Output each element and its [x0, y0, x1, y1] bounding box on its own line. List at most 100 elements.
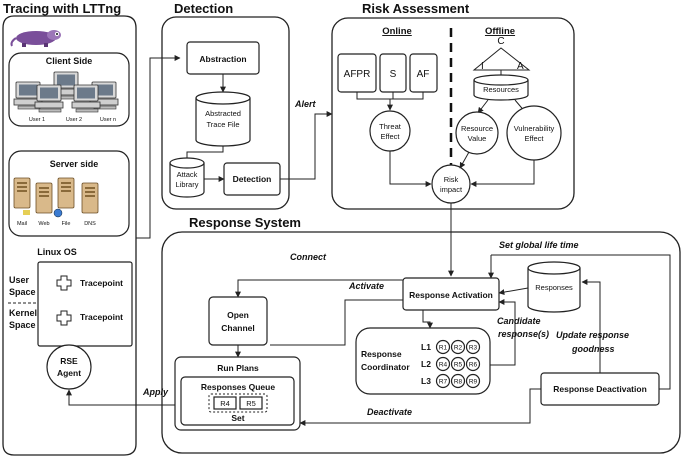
linux-os-label: Linux OS — [37, 247, 77, 257]
coordinator-label-1: Response — [361, 349, 402, 359]
c-label: C — [497, 36, 504, 47]
coordinator-label-2: Coordinator — [361, 362, 410, 372]
queue-item — [213, 396, 237, 410]
vulnerability-to-impact-arrow — [470, 160, 535, 187]
attack-library-label-2: Library — [176, 180, 199, 189]
trace-to-abstraction-arrow — [136, 55, 181, 239]
tracepoint-kernel-label: Tracepoint — [80, 312, 123, 322]
queue-item-label: R5 — [246, 399, 256, 408]
tracing-border — [2, 15, 137, 456]
server-icon — [35, 182, 53, 214]
computer-icon — [34, 84, 64, 113]
level-label: L3 — [421, 376, 431, 386]
update-label-2: goodness — [571, 344, 615, 354]
resources-to-value-arrow — [477, 99, 489, 114]
risk-panel: Risk Assessment Online Offline AFPR S AF… — [331, 1, 575, 210]
resource-value-label-1: Resource — [461, 124, 493, 133]
response-title: Response System — [189, 215, 301, 230]
user-1-label: User 1 — [29, 117, 45, 123]
mail-label: Mail — [17, 221, 27, 227]
mail-icon — [23, 210, 30, 215]
tracing-title: Tracing with LTTng — [3, 1, 121, 16]
threat-effect-label-1: Threat — [379, 122, 402, 131]
response-node — [435, 373, 451, 389]
apply-arrow — [66, 389, 175, 406]
response-node-label: R7 — [439, 378, 448, 385]
offline-label: Offline — [485, 26, 515, 37]
threat-effect-label-2: Effect — [380, 132, 400, 141]
resource-value-node — [455, 111, 499, 155]
threat-to-impact-arrow — [389, 151, 432, 187]
queue-item-label: R4 — [220, 399, 230, 408]
global-life-line — [491, 254, 671, 390]
response-node — [465, 373, 481, 389]
candidate-label-1: Candidate — [497, 316, 541, 326]
response-set-box — [208, 393, 268, 413]
response-node-label: R5 — [454, 361, 463, 368]
activate-line — [270, 299, 403, 346]
set-global-life-time-label: Set global life time — [499, 240, 579, 250]
queue-item — [239, 396, 263, 410]
response-node — [465, 356, 481, 372]
open-channel-label-2: Channel — [221, 323, 255, 333]
update-goodness-arrow — [581, 279, 601, 373]
candidate-label-2: response(s) — [498, 329, 549, 339]
response-node-label: R1 — [439, 344, 448, 351]
response-deactivation-label: Response Deactivation — [553, 384, 647, 394]
af-label: AF — [417, 69, 430, 80]
abstracted-trace-file-label-2: Trace File — [206, 120, 239, 129]
user-space-label-2: Space — [9, 287, 36, 297]
level-label: L2 — [421, 359, 431, 369]
attack-library-label-1: Attack — [177, 170, 198, 179]
s-label: S — [390, 69, 397, 80]
open-channel-box — [208, 296, 268, 346]
response-node-label: R2 — [454, 344, 463, 351]
client-side-label: Client Side — [46, 56, 93, 66]
threat-effect-node — [369, 110, 411, 152]
resource-value-label-2: Value — [468, 134, 487, 143]
response-border — [161, 231, 681, 454]
kernel-space-label-2: Space — [9, 320, 36, 330]
abstracted-trace-file-db — [195, 91, 251, 147]
resources-db — [473, 74, 529, 101]
responses-queue-label: Responses Queue — [201, 382, 275, 392]
rse-agent-node — [46, 344, 92, 390]
user-2-label: User 2 — [66, 117, 82, 123]
dns-label: DNS — [84, 221, 96, 227]
file-label: File — [62, 221, 71, 227]
globe-icon — [53, 208, 63, 218]
open-channel-label-1: Open — [227, 310, 249, 320]
a-label: A — [517, 61, 524, 72]
connect-label: Connect — [290, 252, 327, 262]
responses-db — [527, 261, 581, 313]
responses-queue-box — [180, 376, 295, 426]
server-machines — [13, 177, 99, 218]
risk-border — [331, 17, 575, 210]
deactivate-label: Deactivate — [367, 407, 412, 417]
set-label: Set — [231, 413, 244, 423]
server-side-label: Server side — [50, 159, 99, 169]
responses-to-activation-arrow — [498, 287, 529, 296]
connect-arrow — [235, 279, 403, 298]
lttng-mascot-icon — [10, 30, 61, 47]
detection-panel: Detection Abstraction Abstracted Trace F… — [161, 1, 290, 210]
i-label: I — [481, 61, 484, 72]
detection-title: Detection — [174, 1, 233, 16]
online-inputs-bracket — [356, 92, 424, 100]
file-to-library-line — [186, 146, 224, 158]
alert-arrow — [280, 111, 333, 180]
deactivate-arrow — [299, 388, 541, 426]
user-space-label-1: User — [9, 275, 30, 285]
kernel-space-label-1: Kernel — [9, 308, 37, 318]
vulnerability-effect-node — [506, 105, 562, 161]
server-icon — [13, 177, 31, 209]
server-icon — [57, 177, 75, 209]
abstracted-trace-file-label-1: Abstracted — [205, 109, 241, 118]
response-node — [450, 339, 466, 355]
update-label-1: Update response — [556, 330, 629, 340]
response-node — [465, 339, 481, 355]
response-node — [435, 356, 451, 372]
response-node-label: R6 — [469, 361, 478, 368]
computer-icon — [71, 84, 101, 113]
